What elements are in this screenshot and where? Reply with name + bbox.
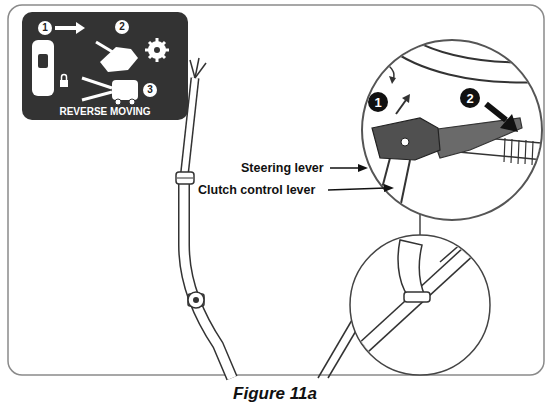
grip-tine (190, 60, 195, 78)
knob (188, 292, 204, 308)
lever-rod (398, 160, 410, 218)
handle-outline (392, 38, 548, 73)
leader-line (330, 167, 360, 169)
handle (392, 38, 548, 73)
clutch-lever-end (398, 240, 425, 300)
steering-lever (372, 118, 440, 160)
collar-ring (177, 178, 193, 179)
arrow-head (389, 76, 396, 84)
lower-tube (184, 178, 232, 378)
zoom-detail (350, 236, 470, 360)
grip-ribs (504, 138, 533, 165)
zoom-connector (419, 214, 421, 236)
grip-tine (195, 63, 206, 78)
panel-title: REVERSE MOVING (22, 106, 188, 117)
callout-number: 1 (374, 96, 381, 109)
arrow-head (500, 114, 518, 132)
knob-center (193, 297, 199, 303)
leader-line (328, 188, 386, 190)
cable (440, 236, 470, 262)
part-label: Steering lever (241, 162, 324, 175)
push-arrow (396, 100, 406, 114)
figure-caption: Figure 11a (233, 385, 317, 402)
zoom-detail (368, 38, 548, 218)
clamp (404, 292, 430, 302)
zoom-circle (350, 235, 490, 375)
lower-tube-outline (184, 178, 232, 378)
leader-arrow-head (384, 184, 394, 192)
cable (318, 320, 352, 378)
callout-number: 3 (147, 85, 153, 95)
press-arrow (486, 104, 506, 120)
arrow-head (402, 94, 410, 103)
collar (176, 172, 194, 184)
part-label: Clutch control lever (198, 184, 315, 197)
callout-number: 2 (119, 22, 125, 32)
pivot-screw (401, 138, 409, 146)
callout-circle (368, 92, 388, 112)
leader-arrow-head (358, 164, 368, 172)
callout-number: 1 (42, 23, 48, 33)
callout-circle (460, 88, 480, 108)
callout-number: 2 (466, 92, 473, 105)
